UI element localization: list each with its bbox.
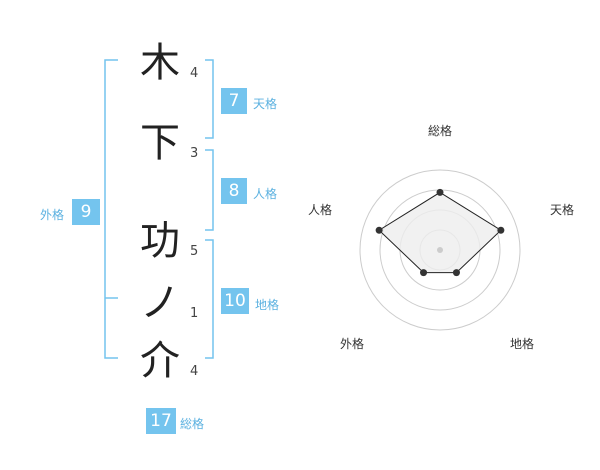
jinkaku-badge: 8 — [221, 178, 247, 204]
radar-axis-label-tenkaku: 天格 — [550, 203, 575, 217]
soukaku-badge: 17 — [146, 408, 176, 434]
radar-center — [437, 247, 443, 253]
radar-axis-label-jinkaku: 人格 — [308, 203, 333, 217]
radar-point — [452, 269, 460, 277]
tenkaku-badge: 7 — [221, 88, 247, 114]
stroke-count-1: 4 — [190, 66, 199, 81]
chikaku-label: 地格 — [255, 298, 280, 312]
name-char-5: 介 — [140, 338, 180, 384]
radar-point — [436, 188, 444, 196]
stroke-count-4: 1 — [190, 306, 199, 321]
gaikaku-label: 外格 — [40, 208, 65, 222]
radar-point — [375, 226, 383, 234]
soukaku-label: 総格 — [180, 417, 205, 431]
jinkaku-label: 人格 — [253, 187, 278, 201]
gaikaku-badge: 9 — [72, 199, 100, 225]
tenkaku-label: 天格 — [253, 97, 278, 111]
stroke-count-2: 3 — [190, 146, 199, 161]
chikaku-bracket — [205, 239, 214, 359]
radar-axis-label-soukaku: 総格 — [428, 124, 453, 138]
radar-axis-label-chikaku: 地格 — [510, 337, 535, 351]
name-char-1: 木 — [140, 40, 180, 86]
stroke-count-5: 4 — [190, 364, 199, 379]
radar-ring — [359, 169, 521, 331]
gaikaku-bracket — [104, 59, 118, 359]
stroke-count-3: 5 — [190, 244, 199, 259]
radar-axis-label-gaikaku: 外格 — [340, 337, 365, 351]
name-char-4: ノ — [140, 280, 180, 326]
tenkaku-bracket — [205, 59, 214, 139]
name-char-3: 功 — [140, 218, 180, 264]
radar-point — [497, 226, 505, 234]
name-char-2: 下 — [140, 120, 180, 166]
jinkaku-bracket — [205, 149, 214, 231]
radar-point — [420, 269, 428, 277]
chikaku-badge: 10 — [221, 288, 249, 314]
radar-polygon — [378, 191, 502, 274]
